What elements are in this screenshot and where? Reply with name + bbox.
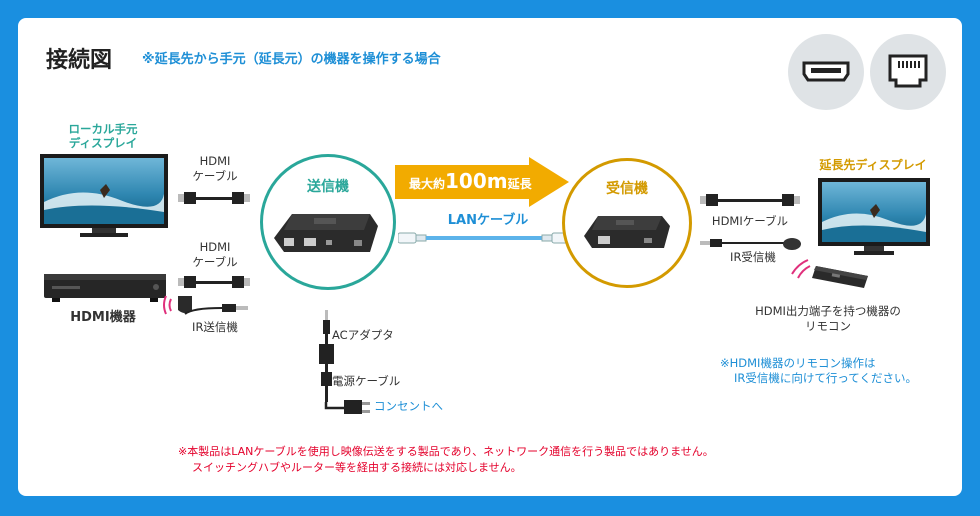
- remote-usage-note: ※HDMI機器のリモコン操作は IR受信機に向けて行ってください。: [720, 356, 917, 385]
- hdmi-cable-2: [178, 274, 250, 294]
- transmitter-unit: [274, 208, 378, 270]
- local-display-label: ローカル手元 ディスプレイ: [68, 122, 138, 150]
- diagram-subtitle: ※延長先から手元（延長元）の機器を操作する場合: [142, 52, 441, 67]
- right-hdmi-cable: [700, 192, 800, 212]
- remote-control: [788, 254, 874, 294]
- connection-diagram-panel: 接続図 ※延長先から手元（延長元）の機器を操作する場合 ローカル手元 ディスプレ…: [18, 18, 962, 496]
- ir-receiver-label: IR受信機: [730, 250, 776, 264]
- remote-display-monitor: [818, 178, 930, 262]
- lan-cable: [397, 228, 571, 252]
- extension-arrow: 最大約100m延長: [395, 157, 569, 207]
- transmitter-label: 送信機: [307, 179, 349, 195]
- hdmi-player-device: [42, 272, 168, 310]
- outlet-label: コンセントへ: [374, 399, 443, 413]
- lan-port-icon: [870, 34, 946, 110]
- remote-display-label: 延長先ディスプレイ: [819, 158, 927, 172]
- ir-transmitter-label: IR送信機: [192, 320, 238, 334]
- hdmi-port-icon: [788, 34, 864, 110]
- lan-cable-label: LANケーブル: [447, 213, 529, 228]
- receiver-circle: [562, 158, 692, 288]
- right-hdmi-cable-label: HDMIケーブル: [711, 214, 789, 228]
- diagram-title: 接続図: [46, 48, 113, 73]
- local-display-monitor: [40, 154, 168, 244]
- ac-adapter-cable: [314, 310, 384, 424]
- receiver-unit: [584, 212, 674, 266]
- ir-receiver: [700, 234, 804, 258]
- ir-transmitter: [162, 288, 254, 326]
- power-cable-label: 電源ケーブル: [332, 374, 401, 388]
- hdmi-cable-2-label: HDMI ケーブル: [192, 240, 238, 269]
- hdmi-cable-1-label: HDMI ケーブル: [192, 154, 238, 183]
- receiver-label: 受信機: [606, 181, 648, 197]
- hdmi-device-label: HDMI機器: [70, 310, 136, 325]
- footer-note: ※本製品はLANケーブルを使用し映像伝送をする製品であり、ネットワーク通信を行う…: [178, 445, 714, 474]
- extension-arrow-text: 最大約100m延長: [409, 169, 532, 193]
- ac-adapter-label: ACアダプタ: [332, 328, 394, 342]
- remote-label: HDMI出力端子を持つ機器の リモコン: [755, 304, 901, 333]
- hdmi-cable-1: [178, 190, 250, 210]
